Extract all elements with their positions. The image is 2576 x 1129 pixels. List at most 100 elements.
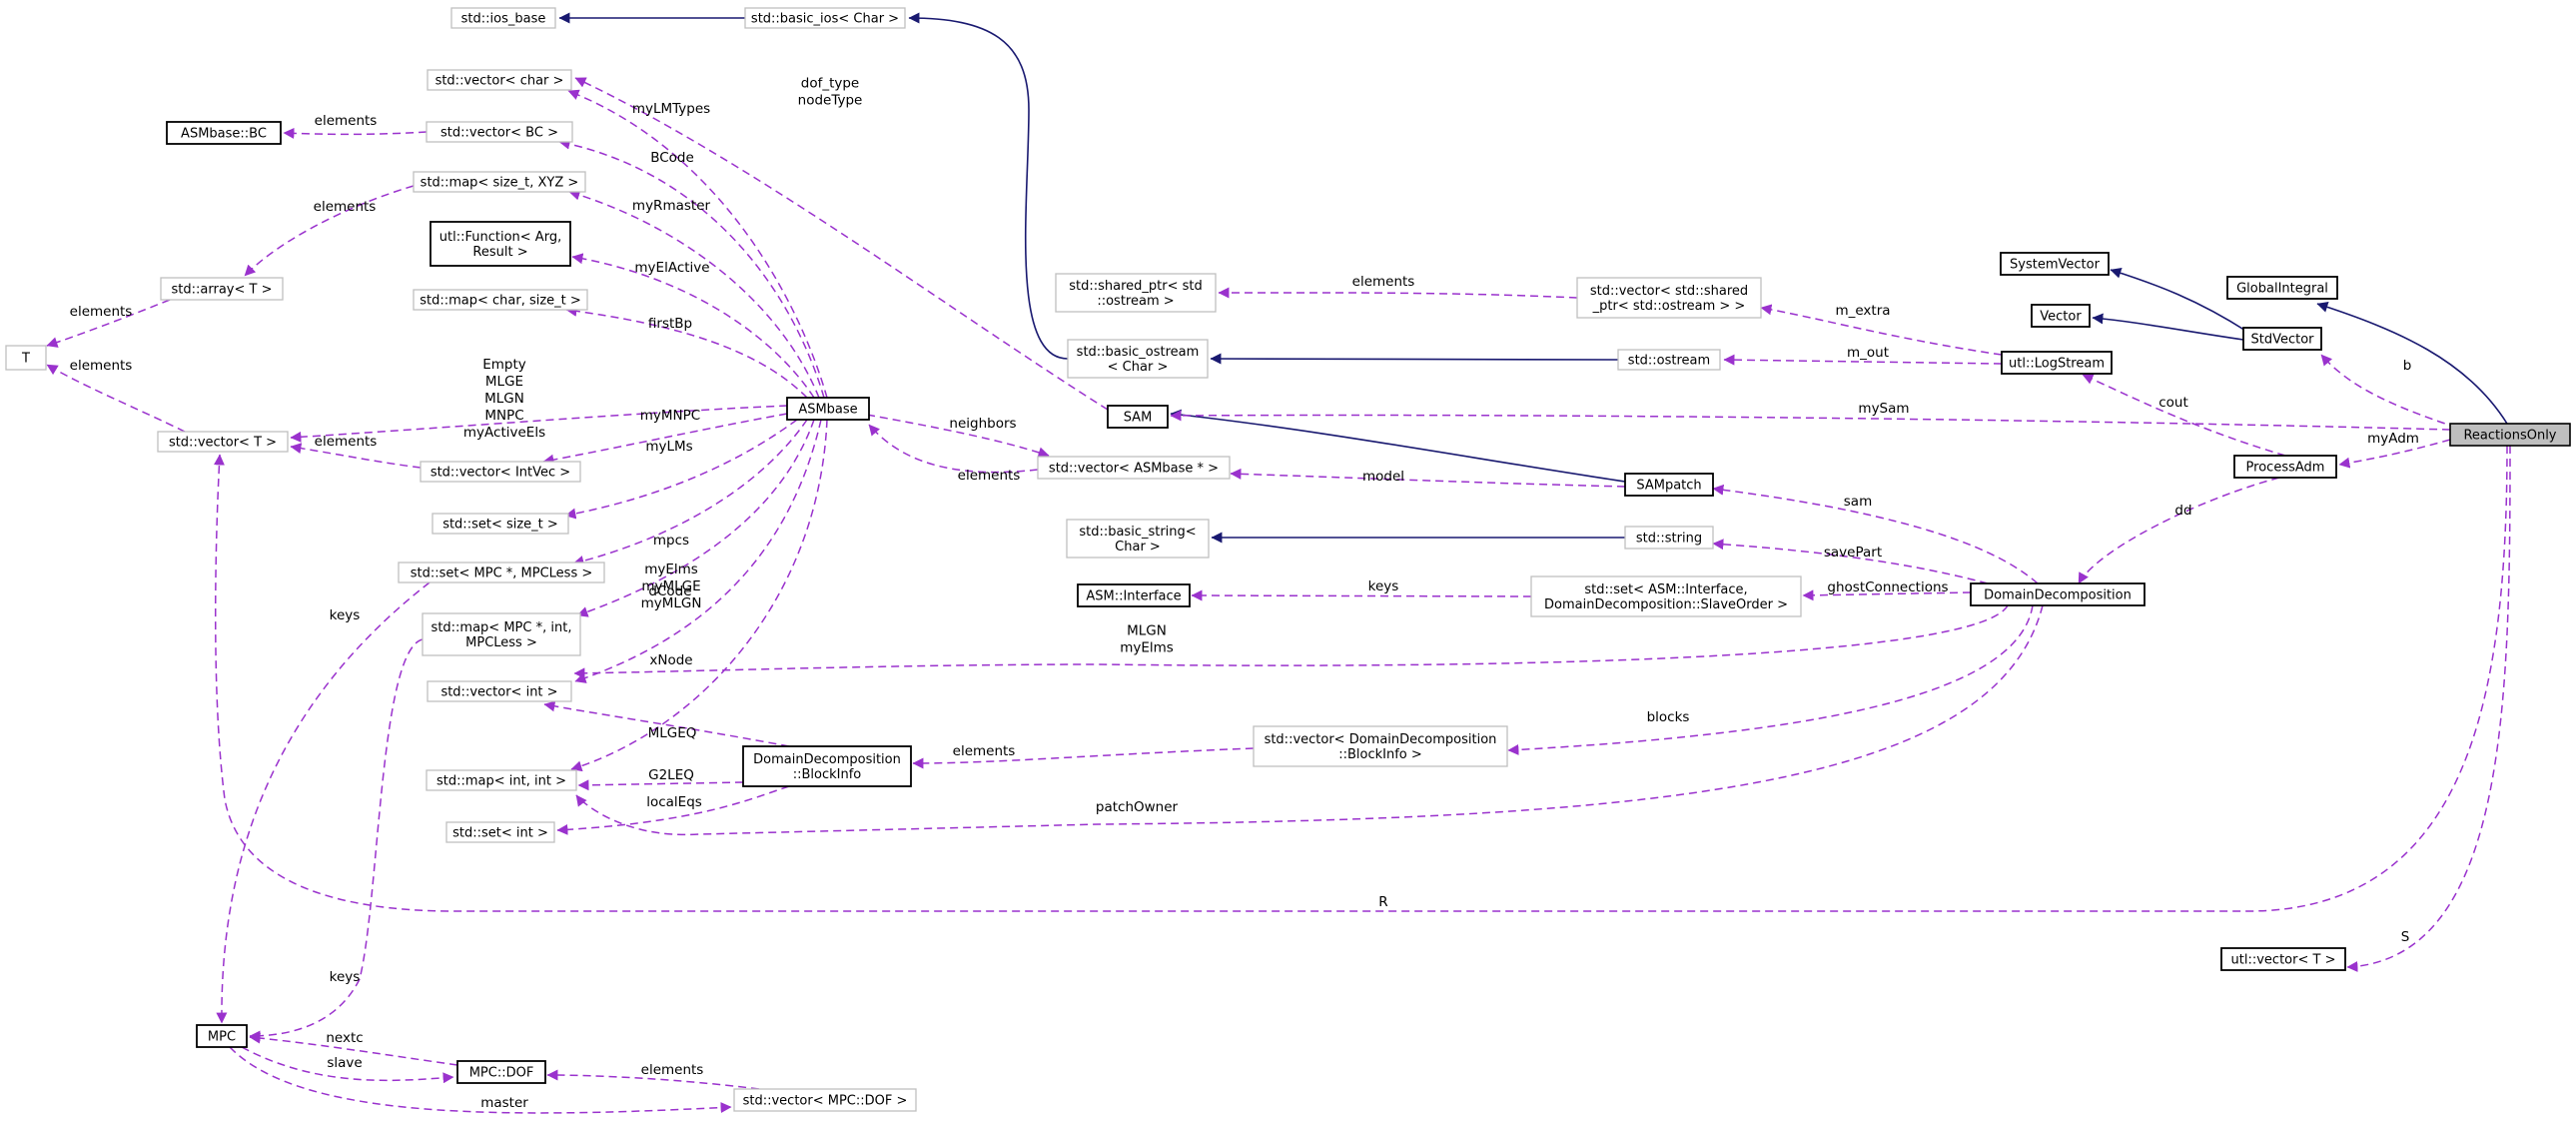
node-label: SAM: [1124, 411, 1153, 426]
class-node-systemvector[interactable]: SystemVector: [2000, 252, 2110, 276]
edge-label-array_t-to-t: elements: [70, 304, 133, 320]
edge-label-line: b: [2403, 358, 2412, 374]
class-node-reactionsonly[interactable]: ReactionsOnly: [2449, 423, 2571, 447]
class-node-mpc-dof[interactable]: MPC::DOF: [456, 1060, 546, 1084]
node-box: [733, 1088, 917, 1112]
edge-label-line: R: [1378, 894, 1387, 910]
class-node-processadm[interactable]: ProcessAdm: [2233, 455, 2337, 479]
class-node-globalintegral[interactable]: GlobalIntegral: [2226, 276, 2338, 300]
node-label: std::vector< ASMbase * >: [1049, 462, 1219, 477]
edge-label-vector_t-to-t: elements: [70, 358, 133, 374]
node-label: std::vector< T >: [169, 436, 277, 451]
class-node-vector-mpc-dof[interactable]: std::vector< MPC::DOF >: [733, 1088, 917, 1112]
class-node-utl-function[interactable]: utl::Function< Arg,Result >: [429, 221, 571, 267]
node-box: [427, 680, 572, 702]
edge-label-line: localEqs: [646, 794, 702, 810]
edge-label-line: myLMs: [645, 439, 692, 455]
node-box: [1970, 582, 2146, 606]
node-box: [1617, 349, 1721, 371]
node-box: [2000, 252, 2110, 276]
node-box: [160, 277, 284, 301]
node-label: StdVector: [2250, 333, 2314, 348]
usage-edge-set_interface-to-asm_interface: [1191, 589, 1532, 601]
class-node-basic-string[interactable]: std::basic_string<Char >: [1066, 519, 1210, 559]
usage-edge-mpc-to-mpc_dof: [241, 1046, 454, 1084]
usage-edge-asmbase-to-vector_asmbase_ptr: [866, 414, 1050, 459]
class-node-basic-ios[interactable]: std::basic_ios< Char >: [744, 7, 906, 29]
class-node-vector-asmbase-ptr[interactable]: std::vector< ASMbase * >: [1037, 456, 1231, 480]
usage-edge-mpc_dof-to-mpc: [249, 1032, 458, 1066]
edge-label-line: myMLGE: [641, 578, 700, 594]
class-node-string[interactable]: std::string: [1624, 526, 1714, 550]
class-node-map-char[interactable]: std::map< char, size_t >: [413, 289, 588, 311]
class-node-set-interface[interactable]: std::set< ASM::Interface,DomainDecomposi…: [1530, 575, 1802, 617]
class-node-map-xyz[interactable]: std::map< size_t, XYZ >: [413, 171, 586, 193]
inheritance-edge-reactionsonly-to-globalintegral: [2316, 302, 2508, 425]
class-node-set-mpc[interactable]: std::set< MPC *, MPCLess >: [398, 562, 605, 583]
class-node-shared-ptr-ostream[interactable]: std::shared_ptr< std::ostream >: [1055, 273, 1217, 313]
usage-edge-set_mpc-to-mpc: [216, 581, 430, 1024]
class-node-stdvector[interactable]: StdVector: [2242, 327, 2322, 351]
class-node-mpc[interactable]: MPC: [196, 1024, 248, 1048]
class-node-asm-bc[interactable]: ASMbase::BC: [166, 121, 282, 145]
edge-label-line: keys: [330, 969, 361, 985]
class-node-vector[interactable]: Vector: [2031, 304, 2091, 328]
usage-edge-asmbase-to-map_char: [565, 305, 808, 399]
class-node-ostream[interactable]: std::ostream: [1617, 349, 1721, 371]
class-node-sampatch[interactable]: SAMpatch: [1624, 473, 1714, 497]
node-box: [413, 171, 586, 193]
node-label: std::vector< DomainDecomposition: [1265, 732, 1497, 747]
edge-label-line: dCode: [648, 583, 691, 599]
class-node-set-int[interactable]: std::set< int >: [445, 821, 555, 843]
class-node-logstream[interactable]: utl::LogStream: [2001, 351, 2113, 375]
node-box: [1067, 339, 1209, 379]
node-label: std::set< size_t >: [442, 518, 558, 533]
class-node-vector-char[interactable]: std::vector< char >: [427, 69, 572, 91]
node-label: < Char >: [1108, 360, 1169, 375]
edge-label-vector_blockinfo-to-dd_blockinfo: elements: [953, 743, 1016, 759]
edge-label-asmbase-to-set_size_t: myLMs: [645, 439, 692, 455]
edge-label-line: myElActive: [634, 260, 709, 276]
node-box: [196, 1024, 248, 1048]
edge-label-line: elements: [314, 199, 377, 215]
class-node-map-mpc[interactable]: std::map< MPC *, int,MPCLess >: [422, 612, 581, 656]
class-node-dd-blockinfo[interactable]: DomainDecomposition::BlockInfo: [742, 745, 912, 787]
class-node-set-size-t[interactable]: std::set< size_t >: [431, 513, 569, 535]
class-node-basic-ostream[interactable]: std::basic_ostream< Char >: [1067, 339, 1209, 379]
usage-edge-domaindecomposition-to-vector_int: [573, 604, 2009, 679]
class-node-map-int-int[interactable]: std::map< int, int >: [426, 769, 577, 791]
class-node-vector-int[interactable]: std::vector< int >: [427, 680, 572, 702]
usage-edge-dd_blockinfo-to-vector_int: [543, 700, 790, 747]
node-label: std::basic_ios< Char >: [751, 12, 899, 27]
class-node-vector-shared-ptr[interactable]: std::vector< std::shared_ptr< std::ostre…: [1576, 277, 1762, 319]
edge-label-line: BCode: [650, 150, 694, 166]
usage-edge-asmbase-to-vector_bc: [558, 138, 825, 399]
nodes-layer: std::ios_base std::basic_ios< Char >std::…: [5, 7, 2571, 1112]
class-node-asmbase[interactable]: ASMbase: [786, 397, 870, 421]
node-box: [2220, 947, 2346, 971]
node-box: [2242, 327, 2322, 351]
class-node-domaindecomposition[interactable]: DomainDecomposition: [1970, 582, 2146, 606]
edge-label-line: elements: [1352, 274, 1415, 290]
node-box: [2449, 423, 2571, 447]
class-node-t[interactable]: T: [5, 345, 47, 371]
class-node-utl-vector-t[interactable]: utl::vector< T >: [2220, 947, 2346, 971]
edge-label-asmbase-to-vector_bc: BCode: [650, 150, 694, 166]
class-node-sam[interactable]: SAM: [1107, 405, 1169, 429]
edge-label-line: MNPC: [484, 408, 523, 424]
usage-edge-vector_bc-to-asm_bc: [283, 127, 428, 139]
class-node-ios-base[interactable]: std::ios_base: [450, 7, 556, 29]
node-label: MPC::DOF: [469, 1066, 534, 1081]
class-node-vector-t[interactable]: std::vector< T >: [157, 431, 289, 453]
edge-label-line: mySam: [1858, 401, 1909, 417]
node-box: [1037, 456, 1231, 480]
edge-label-line: dof_type: [801, 76, 860, 92]
class-node-vector-intvec[interactable]: std::vector< IntVec >: [420, 461, 581, 483]
node-box: [420, 461, 581, 483]
usage-edge-asmbase-to-vector_char: [567, 89, 828, 399]
class-node-asm-interface[interactable]: ASM::Interface: [1077, 583, 1191, 607]
class-node-vector-blockinfo[interactable]: std::vector< DomainDecomposition::BlockI…: [1253, 725, 1508, 767]
class-node-array-t[interactable]: std::array< T >: [160, 277, 284, 301]
class-node-vector-bc[interactable]: std::vector< BC >: [426, 121, 573, 143]
